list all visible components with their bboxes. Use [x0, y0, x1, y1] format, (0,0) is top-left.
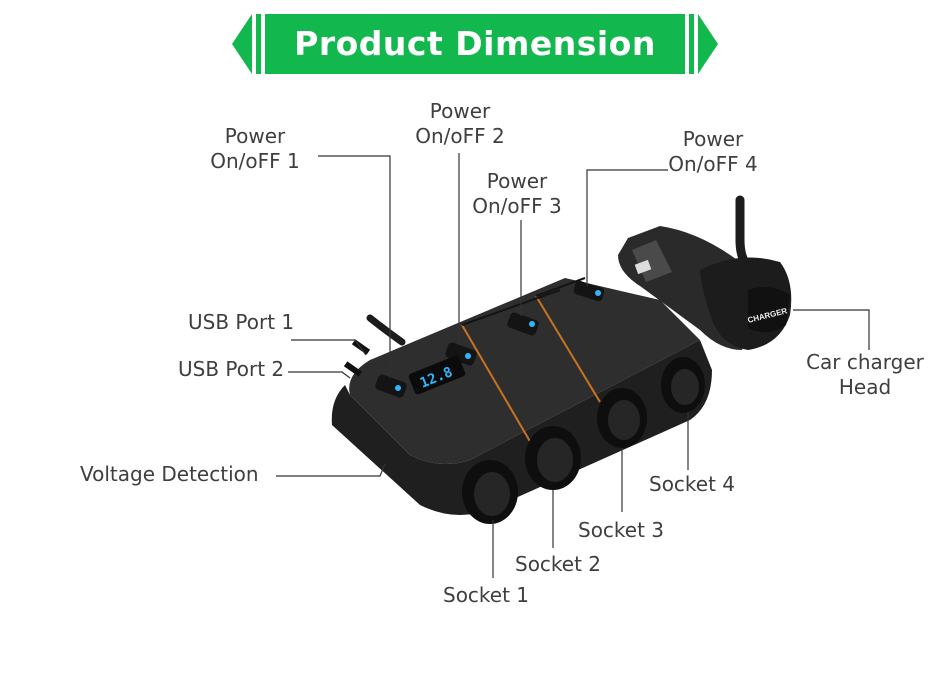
label-voltage-detection: Voltage Detection	[80, 462, 259, 486]
label-power-1: Power On/oFF 1	[210, 124, 300, 173]
label-power-2: Power On/oFF 2	[415, 99, 505, 148]
leader-lines	[276, 153, 870, 578]
power-switch-4	[573, 280, 605, 302]
leader-power-4	[586, 169, 668, 286]
leader-usb-1	[291, 339, 367, 356]
banner-right-arrow	[698, 14, 718, 74]
socket-4	[661, 357, 705, 413]
label-socket-3: Socket 3	[578, 518, 665, 542]
leader-power-1	[318, 155, 391, 378]
main-cable	[366, 314, 406, 346]
power-switch-2	[445, 342, 477, 366]
led-3	[529, 321, 535, 327]
socket-2	[525, 426, 581, 490]
label-socket-2: Socket 2	[515, 552, 602, 576]
title-banner	[232, 14, 718, 74]
label-power-4: Power On/oFF 4	[668, 127, 758, 176]
leader-car-head	[793, 309, 870, 350]
socket-1	[462, 460, 518, 524]
led-4	[595, 290, 601, 296]
car-charger-head: CHARGER	[618, 226, 792, 350]
label-socket-1: Socket 1	[443, 583, 530, 607]
led-2	[465, 353, 471, 359]
leader-voltage	[276, 463, 386, 477]
label-socket-4: Socket 4	[649, 472, 736, 496]
banner-left-arrow	[232, 14, 252, 74]
leader-usb-2	[288, 371, 351, 379]
page-title: Product Dimension	[294, 24, 656, 63]
banner-body	[265, 14, 685, 74]
power-switch-3	[507, 312, 539, 336]
usb-port-1	[351, 339, 371, 355]
label-car-charger-head: Car charger Head	[806, 350, 924, 399]
power-switch-1	[375, 374, 407, 398]
socket-device: 12.8	[331, 277, 712, 524]
usb-port-2	[343, 361, 363, 377]
led-1	[395, 385, 401, 391]
label-usb-1: USB Port 1	[188, 310, 295, 334]
socket-3	[597, 388, 647, 448]
label-usb-2: USB Port 2	[178, 357, 285, 381]
label-power-3: Power On/oFF 3	[472, 169, 562, 218]
